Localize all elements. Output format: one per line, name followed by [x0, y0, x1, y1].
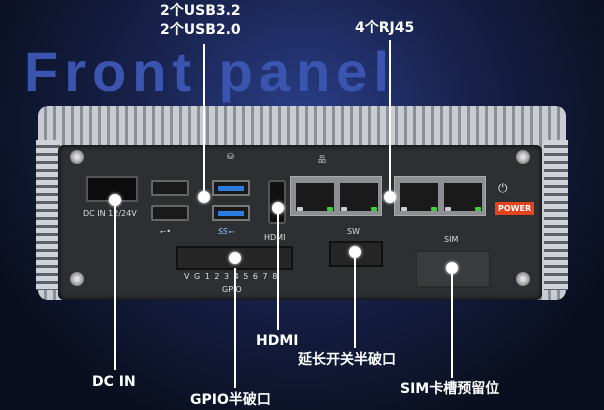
power-badge: POWER — [495, 202, 535, 215]
network-icon: 品 — [318, 155, 326, 164]
callout-sim: SIM卡槽预留位 — [400, 381, 500, 397]
sim-panel-label: SIM — [444, 235, 459, 244]
callout-line-hdmi — [277, 208, 279, 330]
rj45-block — [290, 176, 382, 216]
usb2-port — [151, 180, 189, 196]
callout-line-usb — [203, 44, 205, 197]
callout-dot-dc — [109, 194, 121, 206]
rj45-block — [394, 176, 486, 216]
callout-line-rj45 — [389, 40, 391, 197]
background-title: Front panel — [24, 40, 395, 103]
callout-usb32: 2个USB3.2 — [160, 3, 241, 19]
callout-dot-rj45 — [384, 191, 396, 203]
gpio-pin-labels: V G 1 2 3 4 5 6 7 8 — [184, 272, 279, 281]
storage-icon: ⛁ — [227, 152, 234, 161]
usb3-port — [212, 180, 250, 196]
screw-icon — [70, 150, 84, 164]
callout-dot-usb — [198, 191, 210, 203]
callout-hdmi: HDMI — [256, 333, 299, 349]
callout-line-switch — [354, 252, 356, 348]
dc-in-panel-label: DC IN 12/24V — [83, 209, 137, 218]
usb3-logo: SS⭠ — [218, 227, 235, 236]
callout-rj45: 4个RJ45 — [355, 20, 415, 36]
callout-dot-hdmi — [272, 202, 284, 214]
heatsink-fins-right — [544, 140, 568, 290]
callout-line-sim — [451, 268, 453, 378]
callout-dot-sim — [446, 262, 458, 274]
screw-icon — [516, 150, 530, 164]
hdmi-panel-label: HDMI — [264, 233, 286, 242]
sw-panel-label: SW — [347, 227, 360, 236]
heatsink-fins-left — [36, 140, 60, 290]
callout-gpio: GPIO半破口 — [190, 392, 271, 408]
callout-dot-switch — [349, 246, 361, 258]
callout-dc-in: DC IN — [92, 374, 136, 390]
gpio-panel-label: GPIO — [222, 285, 242, 294]
callout-usb20: 2个USB2.0 — [160, 22, 241, 38]
callout-dot-gpio — [229, 252, 241, 264]
usb3-port — [212, 205, 250, 221]
screw-icon — [516, 272, 530, 286]
callout-switch: 延长开关半破口 — [298, 352, 396, 368]
usb2-port — [151, 205, 189, 221]
callout-line-dc — [114, 200, 116, 370]
usb2-logo: ⭠• — [160, 227, 172, 236]
switch-knockout — [329, 241, 383, 267]
screw-icon — [70, 272, 84, 286]
callout-line-gpio — [234, 268, 236, 388]
power-button-icon: ⏻ — [498, 181, 508, 195]
